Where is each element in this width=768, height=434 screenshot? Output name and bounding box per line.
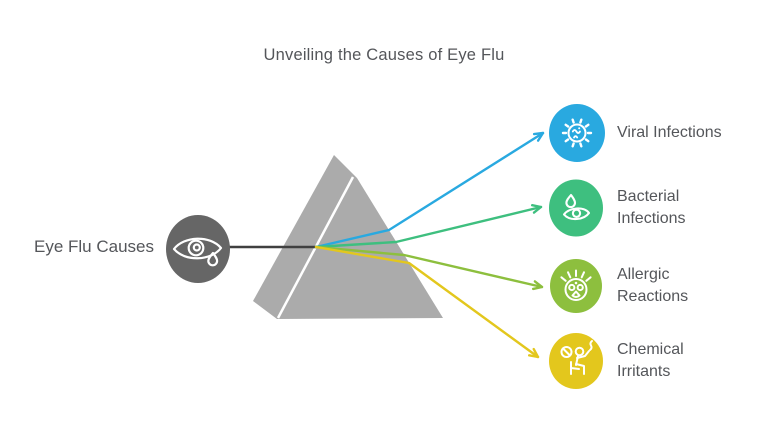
beam-bacterial-arrowhead-icon	[531, 203, 543, 214]
beam-allergic-arrowhead-icon	[532, 280, 544, 291]
beam-bacterial	[314, 205, 543, 249]
cause-label-line: Bacterial	[617, 188, 680, 205]
allergen-paw-icon	[560, 269, 592, 301]
beam-chemical	[314, 245, 540, 359]
bacterial-node	[549, 179, 603, 237]
cause-label-line: Chemical	[617, 341, 684, 358]
beam-viral	[314, 131, 545, 249]
allergic-node	[550, 259, 602, 313]
beam-allergic	[314, 245, 544, 289]
cause-label-viral-infections: Viral Infections	[617, 122, 747, 144]
page-title: Unveiling the Causes of Eye Flu	[263, 46, 505, 64]
beam-viral-arrowhead-icon	[532, 131, 545, 142]
cause-label-line: Infections	[617, 210, 686, 227]
cause-label-line: Viral Infections	[617, 124, 722, 141]
virus-icon	[561, 118, 593, 148]
crying-eye-icon	[172, 237, 223, 267]
cause-label-line: Reactions	[617, 288, 689, 305]
cause-label-allergic-reactions: Allergic Reactions	[617, 264, 747, 308]
beam-chemical-arrowhead-icon	[528, 347, 540, 359]
source-label: Eye Flu Causes	[34, 237, 154, 256]
chemical-exposure-icon	[560, 340, 593, 375]
cause-label-line: Allergic	[617, 266, 670, 283]
chemical-node	[549, 333, 603, 389]
allergic-circle	[550, 259, 602, 313]
cause-label-chemical-irritants: Chemical Irritants	[617, 339, 747, 383]
viral-node	[549, 104, 605, 162]
cause-label-bacterial-infections: Bacterial Infections	[617, 186, 747, 230]
cause-label-line: Irritants	[617, 363, 671, 380]
eye-droplet-icon	[562, 193, 591, 221]
source-node	[166, 215, 230, 283]
